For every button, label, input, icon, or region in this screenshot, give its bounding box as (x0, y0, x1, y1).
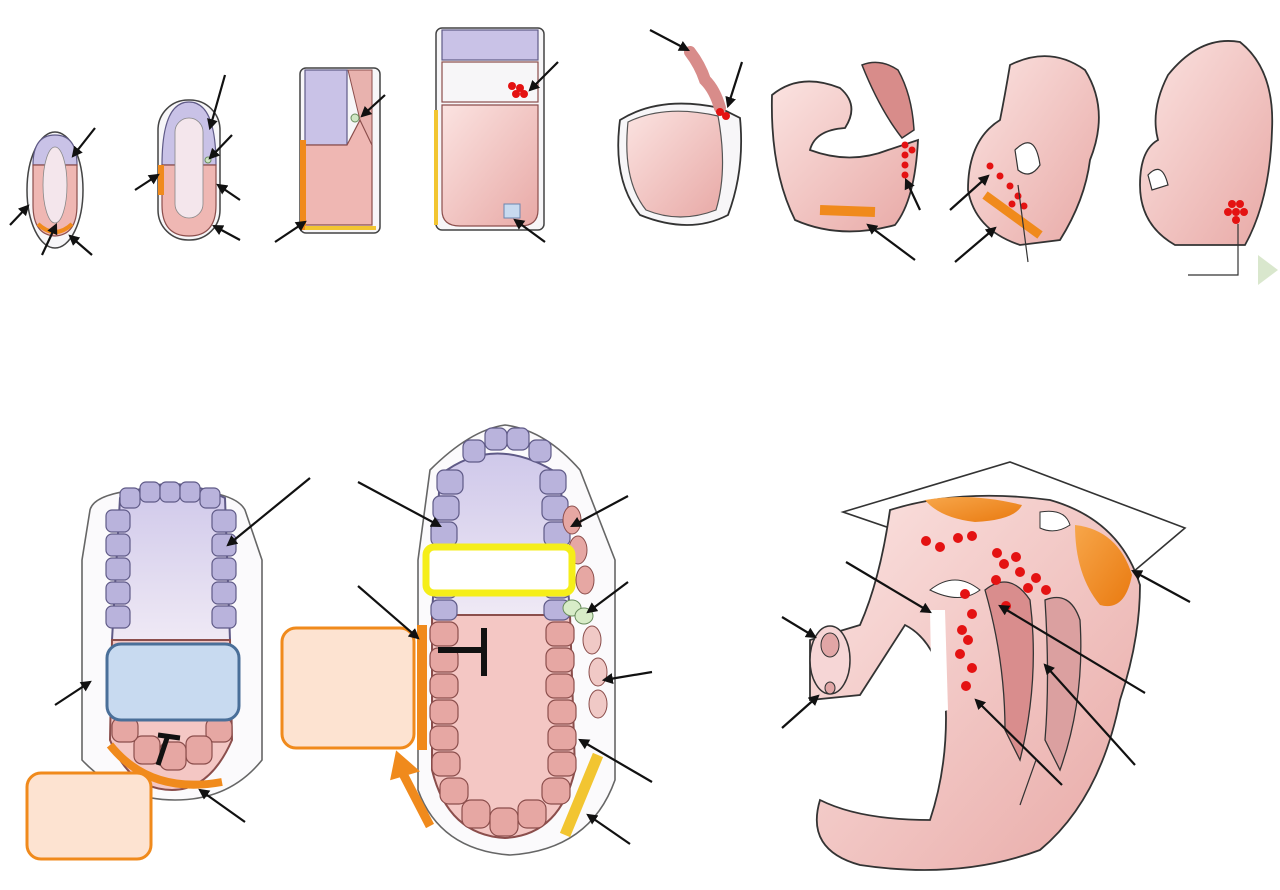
arrow-d3-d (1131, 569, 1191, 603)
arrow-s1-a (71, 127, 96, 158)
arrow-s1-b (9, 204, 30, 226)
ave-band (106, 742, 223, 789)
cavity-1 (1039, 510, 1071, 532)
arrow-s3-b (274, 220, 307, 243)
mesoderm-cells (562, 505, 608, 719)
arrow-d2-c (570, 495, 629, 528)
orange-region-2 (1075, 525, 1132, 607)
early-embryo-detail (25, 481, 263, 861)
arrow-d2-a (357, 481, 442, 528)
arrow-d1-c (198, 788, 246, 823)
white-streak (930, 610, 948, 715)
inhibition-mark-2 (438, 628, 487, 676)
arrow-s3-a (360, 94, 386, 118)
orange-region-1 (925, 496, 1022, 522)
arrow-s6-a (904, 178, 921, 211)
arrow-s6-b (866, 223, 916, 261)
blue-label-box (105, 642, 241, 722)
yellow-highlight-box (422, 543, 576, 597)
late-embryo-detail (280, 424, 616, 856)
tube-lumen-1 (820, 632, 840, 658)
arrow-s2-b (208, 134, 233, 160)
arrow-s4-a (528, 61, 559, 92)
stage-4-embryo (434, 27, 545, 231)
arrow-s5-a (649, 29, 690, 52)
arrow-d2-f (578, 738, 653, 783)
arrow-d2-e (601, 670, 653, 684)
arrow-s1-c (41, 223, 58, 256)
arrow-d2-d (586, 581, 629, 614)
arrow-d3-f (1043, 663, 1136, 766)
stage-1-embryo (26, 131, 84, 249)
arrow-s7-b (954, 226, 997, 263)
endoderm-cells-2 (429, 621, 577, 837)
ridge-1 (984, 581, 1034, 762)
corner-mark (1258, 255, 1278, 285)
organ-section (809, 461, 1187, 871)
tube-lumen-2 (824, 681, 836, 695)
arrow-d2-b (357, 585, 420, 640)
stage-8-embryo (1139, 40, 1274, 246)
yellow-band-2 (559, 752, 604, 838)
arrow-s2-c (134, 173, 160, 191)
arrow-d3-a (845, 561, 932, 614)
arrow-d1-a (226, 477, 311, 547)
developmental-series (9, 27, 1278, 285)
orange-arrow-shaft (396, 765, 434, 829)
arrow-s2-d (216, 183, 241, 201)
line-s8 (1188, 224, 1239, 276)
line-s7-c (1017, 184, 1029, 263)
orange-label-box-middle (280, 626, 416, 750)
stage-5-embryo (617, 46, 743, 226)
arrow-s1-d (68, 234, 93, 256)
arrow-d3-g (974, 698, 1063, 786)
orange-arrow-head (390, 750, 421, 781)
arrow-d3-c (781, 694, 820, 729)
arrow-d2-g (586, 813, 631, 845)
line-d3-h (1019, 759, 1037, 806)
stage-3-embryo (299, 67, 381, 234)
arrow-d3-e (998, 604, 1146, 694)
stage-2-embryo (157, 99, 221, 241)
arrow-d3-b (781, 616, 817, 639)
arrow-s4-b (513, 218, 546, 243)
orange-label-box-left (25, 771, 153, 861)
inhibition-mark-1 (155, 732, 181, 766)
stage-7-embryo (967, 55, 1100, 246)
arrow-s5-b (725, 61, 744, 109)
arrow-s2-a (207, 74, 227, 131)
arrow-s7-a (949, 174, 990, 211)
arrow-d1-b (54, 680, 92, 706)
stage-6-embryo (770, 61, 919, 233)
arrow-s2-e (212, 224, 241, 241)
